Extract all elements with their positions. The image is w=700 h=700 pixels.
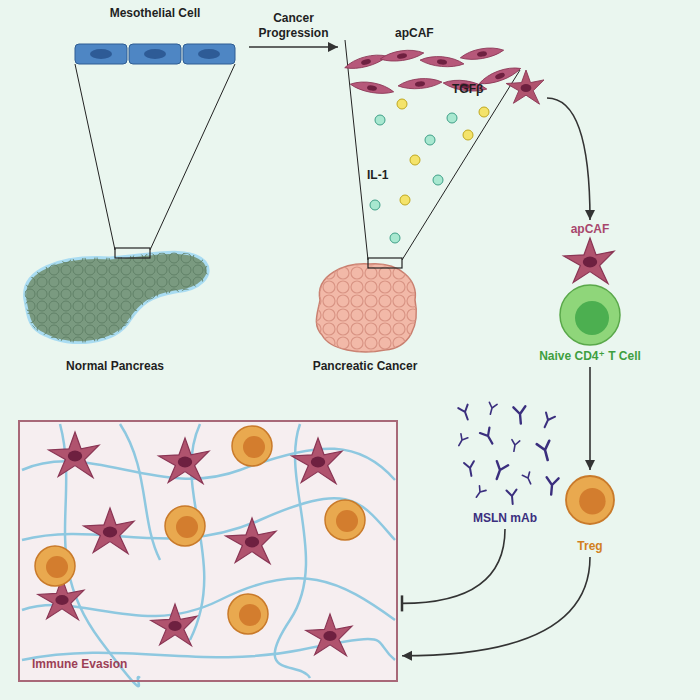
connector (249, 42, 338, 52)
connector (547, 98, 595, 220)
treg-node: Treg (550, 472, 630, 554)
connector-line (589, 367, 591, 470)
immune-evasion-box: Immune Evasion (18, 420, 398, 682)
connector-line (249, 46, 338, 48)
zoom-lines (75, 40, 520, 260)
cytokine-label: TGFβ (452, 82, 483, 97)
edge-label: Cancer Progression (251, 11, 337, 41)
node-label: Naive CD4⁺ T Cell (539, 349, 641, 364)
apcaf-strip-node: apCAF (340, 26, 545, 110)
apcaf-tcell (560, 238, 620, 345)
tumor-node: Pancreatic Cancer (295, 255, 435, 374)
antibody-node: MSLN mAb (448, 398, 562, 526)
arrowhead (585, 460, 595, 470)
node-label: Pancreatic Cancer (313, 359, 418, 374)
antibodies (455, 402, 558, 504)
mesothelial-cells (75, 44, 235, 64)
connector-line (402, 557, 590, 656)
cytokine-label: IL-1 (367, 168, 388, 183)
arrowhead (328, 42, 338, 52)
node-label: MSLN mAb (473, 511, 537, 526)
node-label: Normal Pancreas (66, 359, 164, 374)
connector (585, 367, 595, 470)
connector (402, 557, 590, 661)
treg-cell (566, 476, 614, 524)
arrowhead (585, 210, 595, 220)
inhibition-bar (401, 595, 404, 611)
tcell-node: Naive CD4⁺ T Cell (515, 284, 665, 364)
pancreas-node: Normal Pancreas (15, 240, 215, 374)
connector-line (402, 529, 505, 603)
node-label: apCAF (395, 26, 434, 41)
node-label: Immune Evasion (32, 657, 127, 672)
apcaf-node: apCAF (550, 218, 630, 284)
mesothelial-node: Mesothelial Cell (65, 6, 245, 68)
apcaf-strip (343, 45, 544, 104)
immune-evasion-scene (19, 421, 397, 686)
pancreas (25, 248, 209, 343)
connector (402, 529, 505, 611)
arrowhead (402, 651, 412, 661)
node-label: Treg (577, 539, 602, 554)
tumor (316, 258, 416, 352)
node-label: apCAF (571, 222, 610, 237)
node-label: Mesothelial Cell (110, 6, 201, 21)
connector-line (547, 98, 590, 220)
